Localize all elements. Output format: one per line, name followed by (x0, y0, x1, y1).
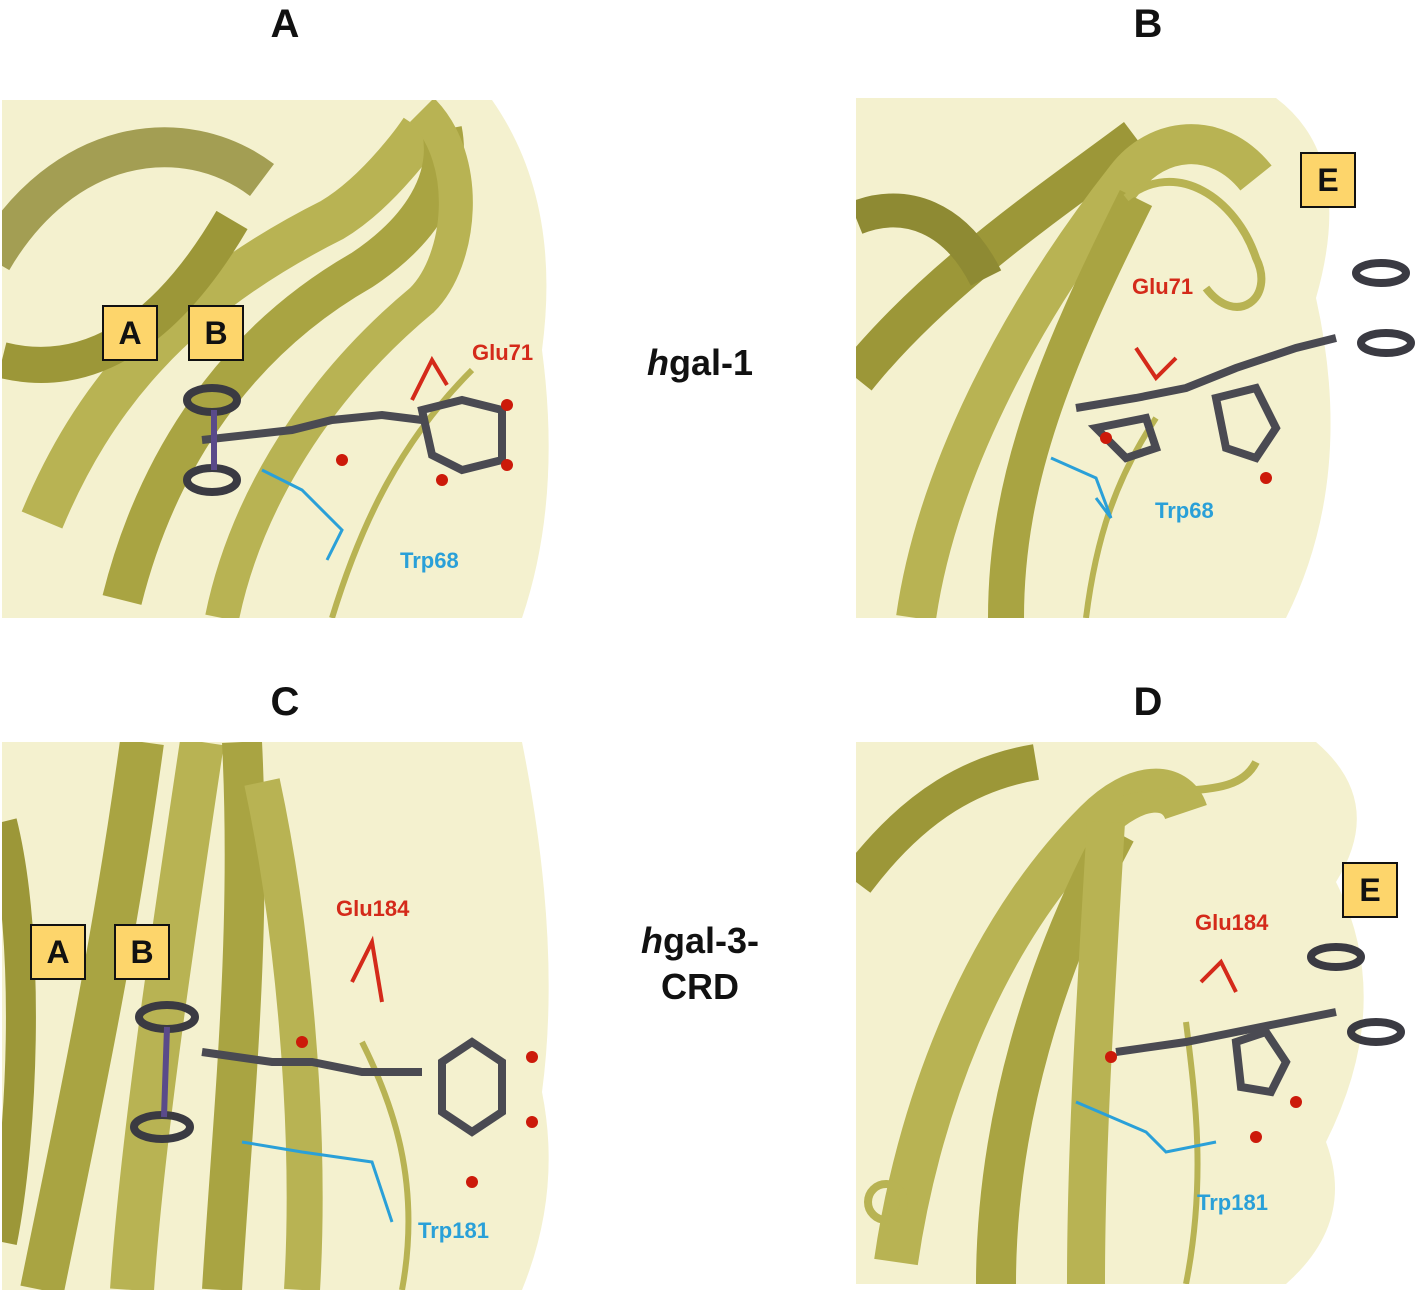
residue-label-trp-a: Trp68 (400, 548, 459, 573)
structure-panel-d (856, 742, 1416, 1284)
strand-tag-c-2: B (114, 924, 170, 980)
row-label-hgal3: hgal-3- CRD (600, 918, 800, 1010)
protein-render-b (856, 98, 1415, 618)
residue-label-trp-d: Trp181 (1197, 1190, 1268, 1215)
row-label-hgal1-rest: gal-1 (668, 342, 754, 383)
protein-render-a (2, 100, 549, 618)
residue-label-glu-c: Glu184 (336, 896, 410, 921)
strand-tag-d-1: E (1342, 862, 1398, 918)
row-label-hgal3-prefix: h (640, 920, 663, 961)
panel-title-b: B (1133, 2, 1163, 46)
residue-label-glu-a: Glu71 (472, 340, 534, 365)
row-label-hgal1-prefix: h (646, 342, 669, 383)
structure-panel-c (2, 742, 562, 1290)
panel-title-a: A (270, 2, 300, 46)
residue-label-glu-d: Glu184 (1195, 910, 1269, 935)
residue-label-trp-b: Trp68 (1155, 498, 1214, 523)
panel-title-d: D (1133, 680, 1163, 724)
strand-tag-a-2: B (188, 305, 244, 361)
panel-title-c: C (270, 680, 300, 724)
protein-render-c (2, 742, 549, 1290)
strand-tag-b-1: E (1300, 152, 1356, 208)
residue-label-glu-b: Glu71 (1132, 274, 1194, 299)
row-label-hgal3-crd: CRD (661, 966, 739, 1007)
strand-tag-a-1: A (102, 305, 158, 361)
structure-panel-b (856, 98, 1416, 618)
strand-tag-c-1: A (30, 924, 86, 980)
row-label-hgal1: hgal-1 (600, 340, 800, 386)
row-label-hgal3-rest: gal-3- (662, 920, 759, 961)
residue-label-trp-c: Trp181 (418, 1218, 489, 1243)
structure-panel-a (2, 100, 562, 618)
protein-render-d (856, 742, 1405, 1284)
